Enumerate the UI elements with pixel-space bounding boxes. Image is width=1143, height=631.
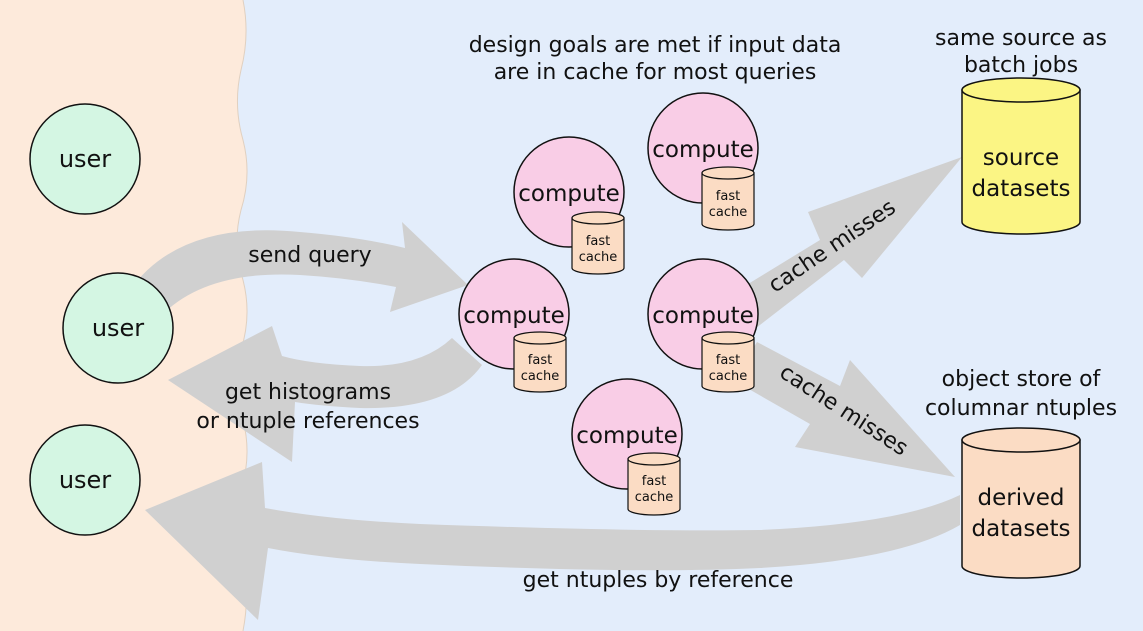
compute-label: compute xyxy=(652,137,753,163)
source-note-line1: same source as xyxy=(935,26,1107,51)
get-histograms-label-line2: or ntuple references xyxy=(196,409,419,434)
cache-misses-up-arrow xyxy=(735,157,962,328)
compute-label: compute xyxy=(652,303,753,329)
cache-label-line1: fast xyxy=(528,353,552,368)
compute-node-top-left: compute fast cache xyxy=(513,136,625,275)
store-body xyxy=(961,89,1081,235)
get-histograms-arrow xyxy=(168,326,482,462)
get-ntuples-label: get ntuples by reference xyxy=(523,568,794,593)
derived-note-line1: object store of xyxy=(942,367,1102,392)
send-query-label: send query xyxy=(248,243,371,268)
cache-top xyxy=(701,166,755,180)
cache-label-line1: fast xyxy=(586,234,610,249)
fast-cache-icon: fast cache xyxy=(513,331,567,393)
get-histograms-label-line1: get histograms xyxy=(225,380,391,405)
store-body xyxy=(961,439,1081,579)
store-label-line2: datasets xyxy=(972,176,1071,202)
cache-label-line2: cache xyxy=(579,250,618,265)
cache-top xyxy=(571,211,625,225)
user-circle xyxy=(62,272,174,384)
get-ntuples-arrow xyxy=(145,462,960,620)
compute-label: compute xyxy=(518,181,619,207)
user-label: user xyxy=(59,145,111,173)
fast-cache-icon: fast cache xyxy=(571,211,625,275)
store-top xyxy=(961,427,1081,453)
cache-label-line1: fast xyxy=(716,189,740,204)
store-label-line1: derived xyxy=(978,485,1065,511)
fast-cache-icon: fast cache xyxy=(701,331,755,393)
cache-body xyxy=(701,172,755,231)
user-label: user xyxy=(59,466,111,494)
compute-label: compute xyxy=(576,423,677,449)
user-node-top: user xyxy=(29,103,141,215)
cache-body xyxy=(571,217,625,275)
design-goals-note-line1: design goals are met if input data xyxy=(469,33,842,58)
user-circle xyxy=(29,424,141,536)
cache-label-line1: fast xyxy=(716,353,740,368)
cache-body xyxy=(701,337,755,393)
fast-cache-icon: fast cache xyxy=(701,166,755,231)
compute-node-center-left: compute fast cache xyxy=(458,258,570,393)
design-goals-note-line2: are in cache for most queries xyxy=(494,60,817,85)
user-circle xyxy=(29,103,141,215)
cache-misses-down-arrow xyxy=(733,342,955,477)
source-note-line2: batch jobs xyxy=(964,53,1078,78)
send-query-arrow xyxy=(130,222,468,312)
source-datasets-store: source datasets xyxy=(961,77,1081,235)
cache-top xyxy=(513,331,567,345)
store-label-line2: datasets xyxy=(972,516,1071,542)
fast-cache-icon: fast cache xyxy=(627,452,681,516)
store-label-line1: source xyxy=(983,145,1059,171)
cache-label-line2: cache xyxy=(709,205,748,220)
user-node-bottom: user xyxy=(29,424,141,536)
cache-label-line2: cache xyxy=(709,369,748,384)
derived-note-line2: columnar ntuples xyxy=(925,396,1117,421)
cache-body xyxy=(513,337,567,393)
compute-node-center-right: compute fast cache xyxy=(647,258,759,393)
cache-top xyxy=(701,331,755,345)
cache-label-line1: fast xyxy=(642,474,666,489)
store-top xyxy=(961,77,1081,103)
cache-label-line2: cache xyxy=(635,490,674,505)
compute-label: compute xyxy=(463,303,564,329)
user-node-middle: user xyxy=(62,272,174,384)
compute-node-bottom: compute fast cache xyxy=(571,378,683,516)
cache-body xyxy=(627,458,681,516)
cache-label-line2: cache xyxy=(521,369,560,384)
derived-datasets-store: derived datasets xyxy=(961,427,1081,579)
cache-top xyxy=(627,452,681,466)
user-label: user xyxy=(92,314,144,342)
compute-node-top-right: compute fast cache xyxy=(647,92,759,231)
